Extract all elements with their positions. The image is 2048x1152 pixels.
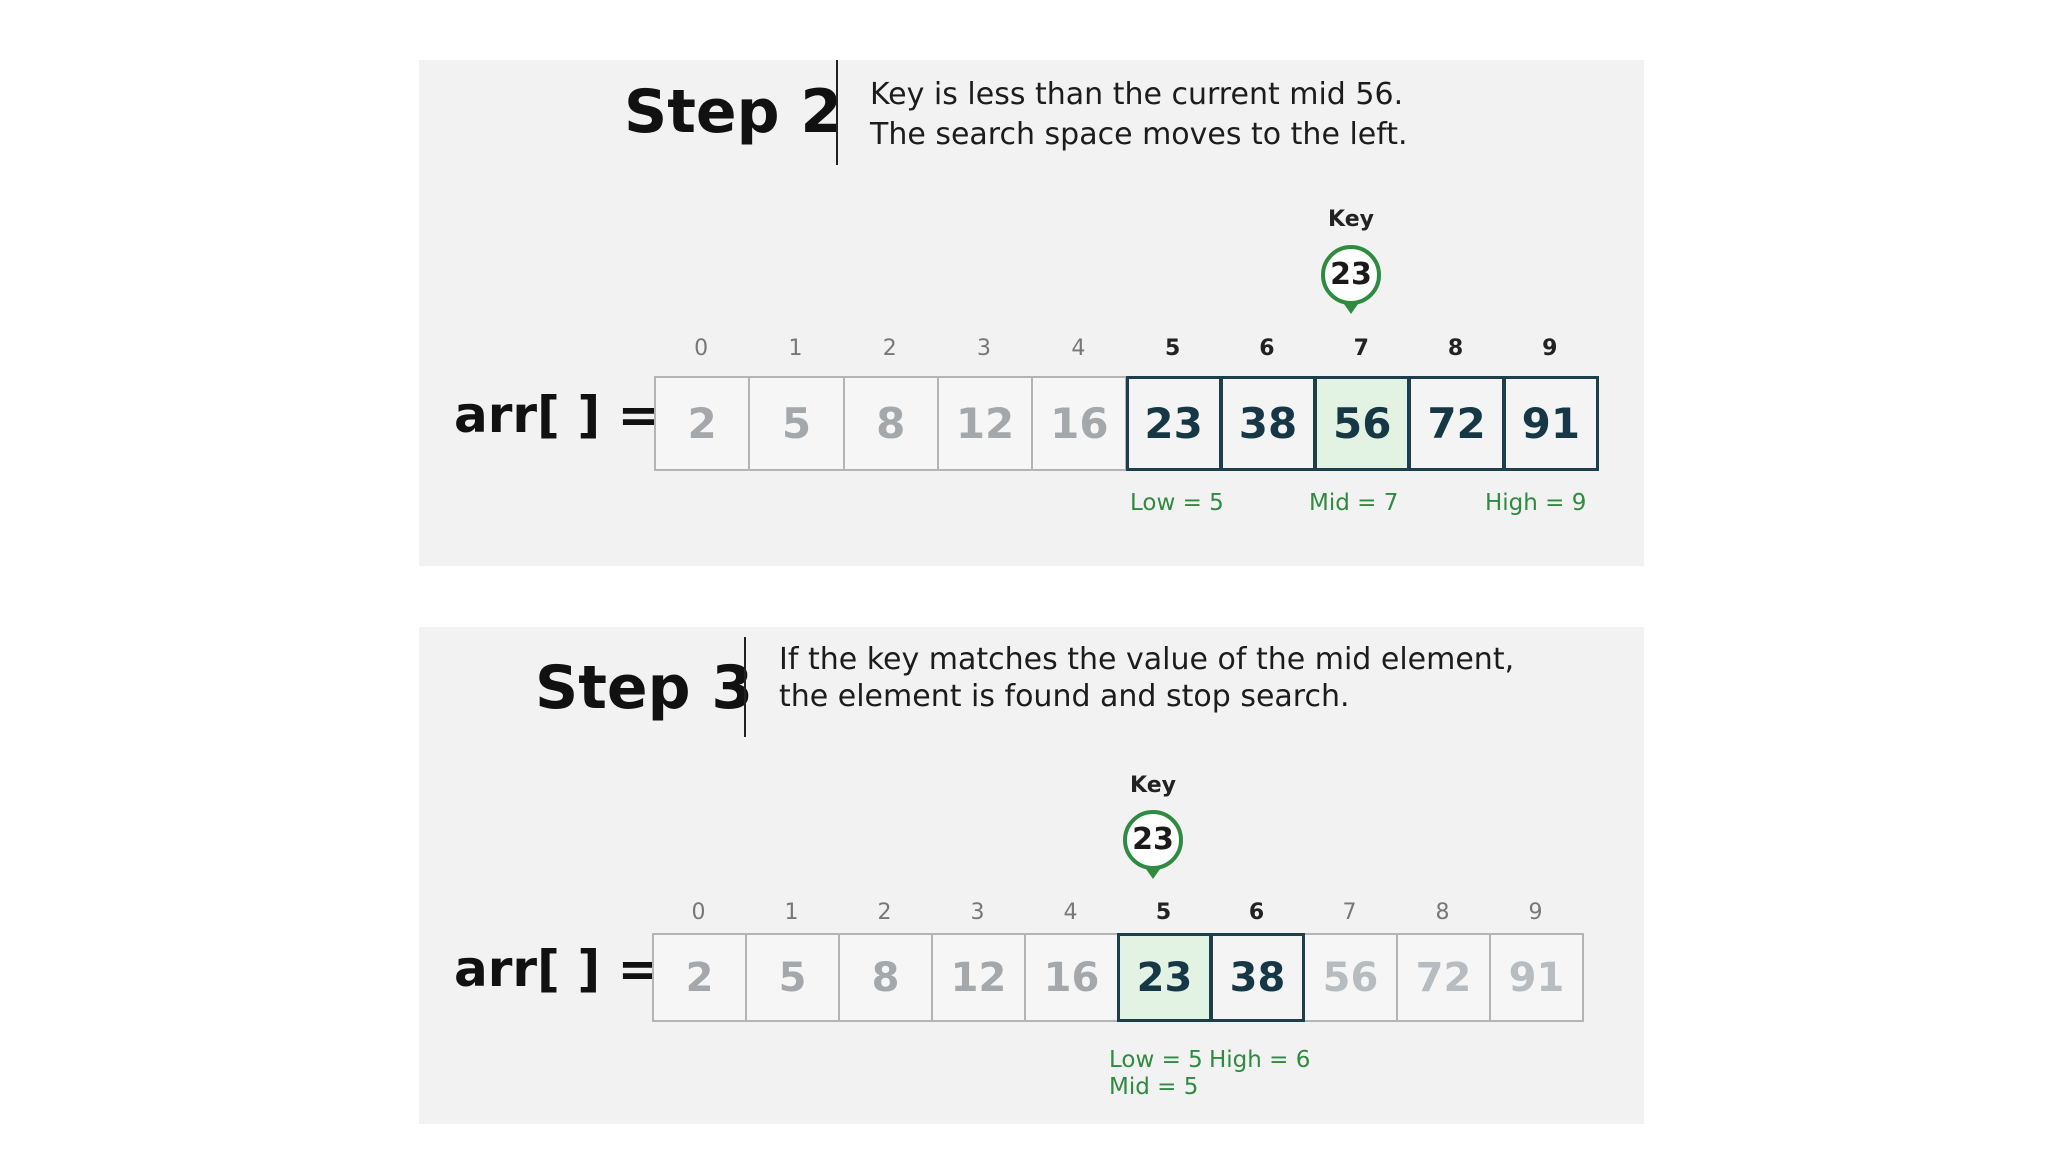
high-pointer-label: High = 6 bbox=[1209, 1047, 1311, 1073]
array-index: 2 bbox=[882, 336, 897, 361]
array-label: arr[ ] = bbox=[454, 386, 660, 444]
array-index: 0 bbox=[691, 900, 706, 925]
array-index: 1 bbox=[788, 336, 803, 361]
key-label: Key bbox=[1130, 773, 1176, 798]
divider bbox=[744, 637, 746, 737]
array-cell: 91 bbox=[1502, 376, 1599, 471]
array-cell: 72 bbox=[1408, 376, 1505, 471]
array-cell: 12 bbox=[931, 933, 1026, 1022]
step-3-panel: Step 3 If the key matches the value of t… bbox=[419, 627, 1644, 1124]
array-index: 7 bbox=[1342, 900, 1357, 925]
description-line: the element is found and stop search. bbox=[779, 679, 1350, 714]
array-index: 9 bbox=[1542, 336, 1558, 361]
array-cell: 5 bbox=[745, 933, 840, 1022]
step-title: Step 2 bbox=[624, 77, 843, 147]
array-index: 5 bbox=[1164, 336, 1181, 361]
array-label: arr[ ] = bbox=[454, 940, 660, 998]
array-cell: 56 bbox=[1314, 376, 1411, 471]
array-cell: 56 bbox=[1303, 933, 1398, 1022]
array-index: 1 bbox=[784, 900, 799, 925]
array-index: 9 bbox=[1528, 900, 1543, 925]
array-index: 4 bbox=[1071, 336, 1086, 361]
key-marker-icon bbox=[1321, 245, 1381, 314]
array-index: 3 bbox=[970, 900, 985, 925]
divider bbox=[836, 60, 838, 165]
step-title: Step 3 bbox=[535, 653, 754, 723]
array-cell: 12 bbox=[936, 376, 1034, 471]
step-description: If the key matches the value of the mid … bbox=[779, 641, 1514, 715]
step-2-panel: Step 2 Key is less than the current mid … bbox=[419, 60, 1644, 566]
array-index: 4 bbox=[1063, 900, 1078, 925]
array-cell: 5 bbox=[748, 376, 845, 471]
array-cell: 91 bbox=[1489, 933, 1584, 1022]
array-index: 6 bbox=[1259, 336, 1275, 361]
array-cell: 2 bbox=[654, 376, 751, 471]
array-cell: 23 bbox=[1117, 933, 1212, 1022]
array-index: 8 bbox=[1447, 336, 1464, 361]
key-value: 23 bbox=[1330, 257, 1372, 292]
key-label: Key bbox=[1328, 207, 1374, 232]
mid-pointer-label: Mid = 5 bbox=[1109, 1074, 1199, 1100]
array-index: 6 bbox=[1248, 900, 1265, 925]
low-pointer-label: Low = 5 bbox=[1109, 1047, 1203, 1073]
array-index: 8 bbox=[1435, 900, 1450, 925]
array-cell: 38 bbox=[1219, 376, 1317, 471]
step-description: Key is less than the current mid 56. The… bbox=[870, 75, 1408, 155]
low-pointer-label: Low = 5 bbox=[1130, 490, 1224, 516]
array-cell: 2 bbox=[652, 933, 747, 1022]
array-index: 5 bbox=[1155, 900, 1172, 925]
high-pointer-label: High = 9 bbox=[1485, 490, 1587, 516]
description-line: The search space moves to the left. bbox=[870, 117, 1408, 152]
array-cell: 8 bbox=[842, 376, 939, 471]
array-index: 2 bbox=[877, 900, 892, 925]
array-cell: 23 bbox=[1125, 376, 1222, 471]
array-index: 3 bbox=[977, 336, 992, 361]
array-cell: 38 bbox=[1210, 933, 1305, 1022]
array-cell: 16 bbox=[1031, 376, 1128, 471]
mid-pointer-label: Mid = 7 bbox=[1309, 490, 1399, 516]
key-marker-icon bbox=[1123, 810, 1183, 879]
key-value: 23 bbox=[1132, 822, 1174, 857]
array-index: 0 bbox=[694, 336, 709, 361]
description-line: Key is less than the current mid 56. bbox=[870, 77, 1404, 112]
array-cell: 16 bbox=[1024, 933, 1119, 1022]
array-cell: 72 bbox=[1396, 933, 1491, 1022]
description-line: If the key matches the value of the mid … bbox=[779, 642, 1515, 677]
array-index: 7 bbox=[1353, 336, 1369, 361]
array-cell: 8 bbox=[838, 933, 933, 1022]
